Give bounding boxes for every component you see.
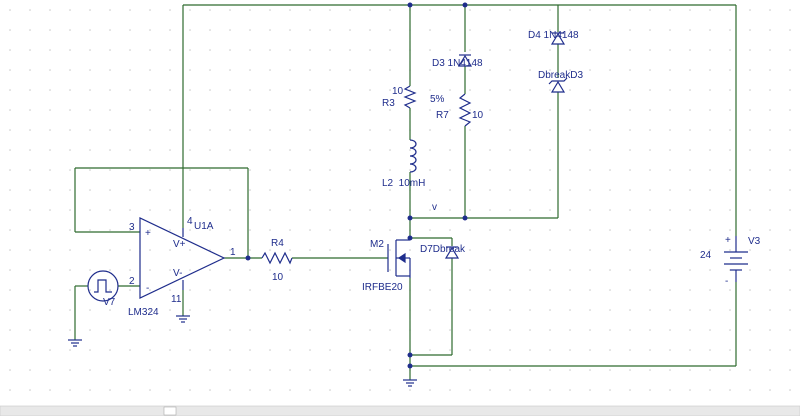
resistor-r4[interactable]: R4 10: [261, 238, 293, 283]
opamp-pin11-label: 11: [171, 294, 182, 305]
opamp-vminus-label: V-: [173, 268, 182, 279]
resistor-r7-zigzag: [458, 93, 472, 127]
diode-d4-triangle: [550, 32, 566, 45]
diode-d7-triangle: [444, 246, 460, 259]
resistor-r3-ref: R3: [382, 98, 395, 109]
opamp-vplus-label: V+: [173, 239, 186, 250]
grid-background: [0, 0, 800, 406]
junction-dot: [462, 215, 468, 221]
ground-icon: [403, 379, 417, 387]
diode-d3-lower-triangle: [550, 80, 566, 93]
resistor-r4-ref: R4: [271, 238, 284, 249]
diode-d3-upper-label: D3 1N4148: [432, 58, 483, 69]
resistor-r4-value: 10: [272, 272, 284, 283]
opamp-pin4-label: 4: [187, 216, 193, 227]
source-v3-minus: -: [725, 276, 728, 287]
inductor-l2[interactable]: L2 10mH: [382, 139, 425, 189]
diode-d4[interactable]: D4 1N4148: [528, 30, 579, 45]
scrollbar-thumb[interactable]: [163, 406, 177, 416]
node-marker: v: [432, 202, 437, 213]
diode-d3-lower-label: DbreakD3: [538, 70, 583, 81]
resistor-r3-tolerance: 5%: [430, 94, 445, 105]
source-v3-plus: +: [725, 235, 731, 246]
source-v3-ref: V3: [748, 236, 761, 247]
resistor-r3-zigzag: [403, 85, 417, 109]
resistor-r7-value: 10: [472, 110, 484, 121]
opamp-pin2-label: 2: [129, 276, 135, 287]
junction-dot: [407, 2, 413, 8]
resistor-r3[interactable]: 10 R3 5%: [382, 85, 445, 109]
ground-icon: [68, 339, 82, 347]
junction-dot: [245, 255, 251, 261]
diode-d7[interactable]: D7Dbreak: [420, 244, 466, 259]
opamp-triangle: [139, 217, 226, 299]
diode-d3-lower[interactable]: DbreakD3: [538, 70, 583, 93]
mosfet-m2-ref: M2: [370, 239, 384, 250]
diode-d4-label: D4 1N4148: [528, 30, 579, 41]
inductor-l2-label: L2 10mH: [382, 178, 425, 189]
source-v3[interactable]: [724, 236, 748, 282]
diode-d3-upper-triangle: [457, 54, 473, 67]
opamp-minus-sign: -: [146, 283, 149, 294]
junction-dot: [462, 2, 468, 8]
opamp-pin1-label: 1: [230, 247, 236, 258]
pulse-icon: [94, 279, 112, 293]
opamp-u1a[interactable]: U1A LM324 V+ V- + - 3 2 1 4 11: [128, 216, 236, 318]
horizontal-scrollbar[interactable]: [0, 405, 800, 416]
wires: [74, 4, 737, 380]
mosfet-m2-part: IRFBE20: [362, 282, 403, 293]
diode-d7-label: D7Dbreak: [420, 244, 466, 255]
opamp-pin3-label: 3: [129, 222, 135, 233]
source-v3-value: 24: [700, 250, 712, 261]
resistor-r7-ref: R7: [436, 110, 449, 121]
junction-dot: [407, 363, 413, 369]
ground-icon: [176, 315, 190, 323]
inductor-l2-coil: [409, 139, 417, 173]
mosfet-arrow-icon: [397, 252, 406, 264]
source-v7[interactable]: V7: [87, 270, 119, 308]
junction-dot: [407, 352, 413, 358]
junction-dot: [407, 215, 413, 221]
mosfet-m2[interactable]: [387, 236, 411, 278]
resistor-r3-value: 10: [392, 86, 404, 97]
source-v7-label: V7: [103, 297, 116, 308]
junctions: [245, 2, 468, 369]
opamp-part-label: LM324: [128, 307, 159, 318]
opamp-plus-sign: +: [145, 228, 151, 239]
opamp-ref-label: U1A: [194, 221, 214, 232]
source-v7-circle: [87, 270, 119, 302]
diode-d3-upper[interactable]: D3 1N4148: [432, 54, 483, 69]
resistor-r4-zigzag: [261, 251, 293, 265]
resistor-r7[interactable]: R7 10: [436, 93, 484, 127]
